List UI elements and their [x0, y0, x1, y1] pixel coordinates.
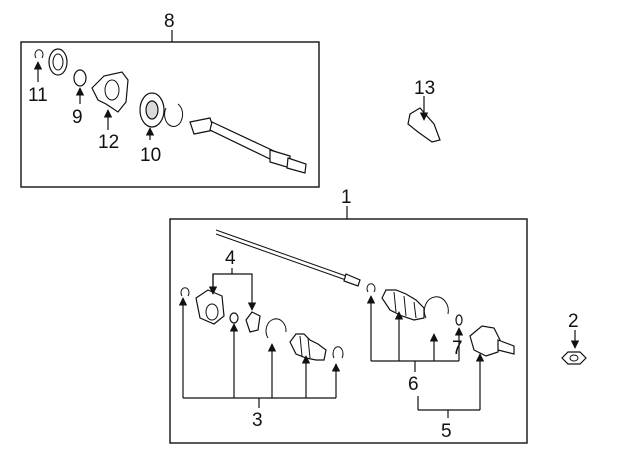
- callout-11: 11: [28, 85, 48, 106]
- part-11-clip: [34, 49, 44, 59]
- part-9-ring: [73, 69, 87, 87]
- part-2-nut: [561, 351, 587, 365]
- part-3-boot-clamp: [265, 318, 287, 339]
- part-3-ring-small: [229, 312, 239, 324]
- leader-6: [366, 295, 464, 372]
- part-3-boot: [289, 333, 327, 361]
- part-6-band: [423, 296, 449, 319]
- callout-10: 10: [140, 145, 161, 166]
- part-7-ring: [455, 314, 463, 326]
- callout-12: 12: [98, 132, 119, 153]
- callout-7: 7: [452, 338, 463, 359]
- part-outer-ring: [48, 48, 68, 76]
- leader-5: [417, 353, 485, 418]
- callout-2: 2: [568, 311, 579, 332]
- callout-1: 1: [341, 187, 352, 208]
- callout-3: 3: [252, 410, 263, 431]
- assembly-box-1: [169, 218, 528, 444]
- part-snap-ring: [164, 103, 184, 127]
- callout-8: 8: [164, 11, 175, 32]
- part-intermediate-shaft: [189, 117, 307, 174]
- part-10-bearing: [139, 92, 165, 128]
- callout-6: 6: [408, 374, 419, 395]
- part-6-boot: [381, 289, 425, 321]
- callout-5: 5: [441, 421, 452, 442]
- callout-9: 9: [72, 107, 83, 128]
- part-12-housing: [91, 71, 129, 113]
- part-6-clip: [366, 283, 376, 293]
- assembly-box-8: [20, 41, 320, 188]
- callout-13: 13: [414, 78, 435, 99]
- part-4-tripod: [245, 311, 261, 333]
- callout-4: 4: [225, 248, 236, 269]
- part-4-cv-housing: [195, 289, 225, 325]
- part-13-bracket: [407, 107, 441, 143]
- part-5-outer-joint: [469, 325, 515, 357]
- part-drive-shaft: [215, 229, 361, 287]
- part-3-clip-left: [180, 287, 190, 297]
- part-3-band-right: [332, 346, 344, 359]
- leader-3: [178, 297, 341, 408]
